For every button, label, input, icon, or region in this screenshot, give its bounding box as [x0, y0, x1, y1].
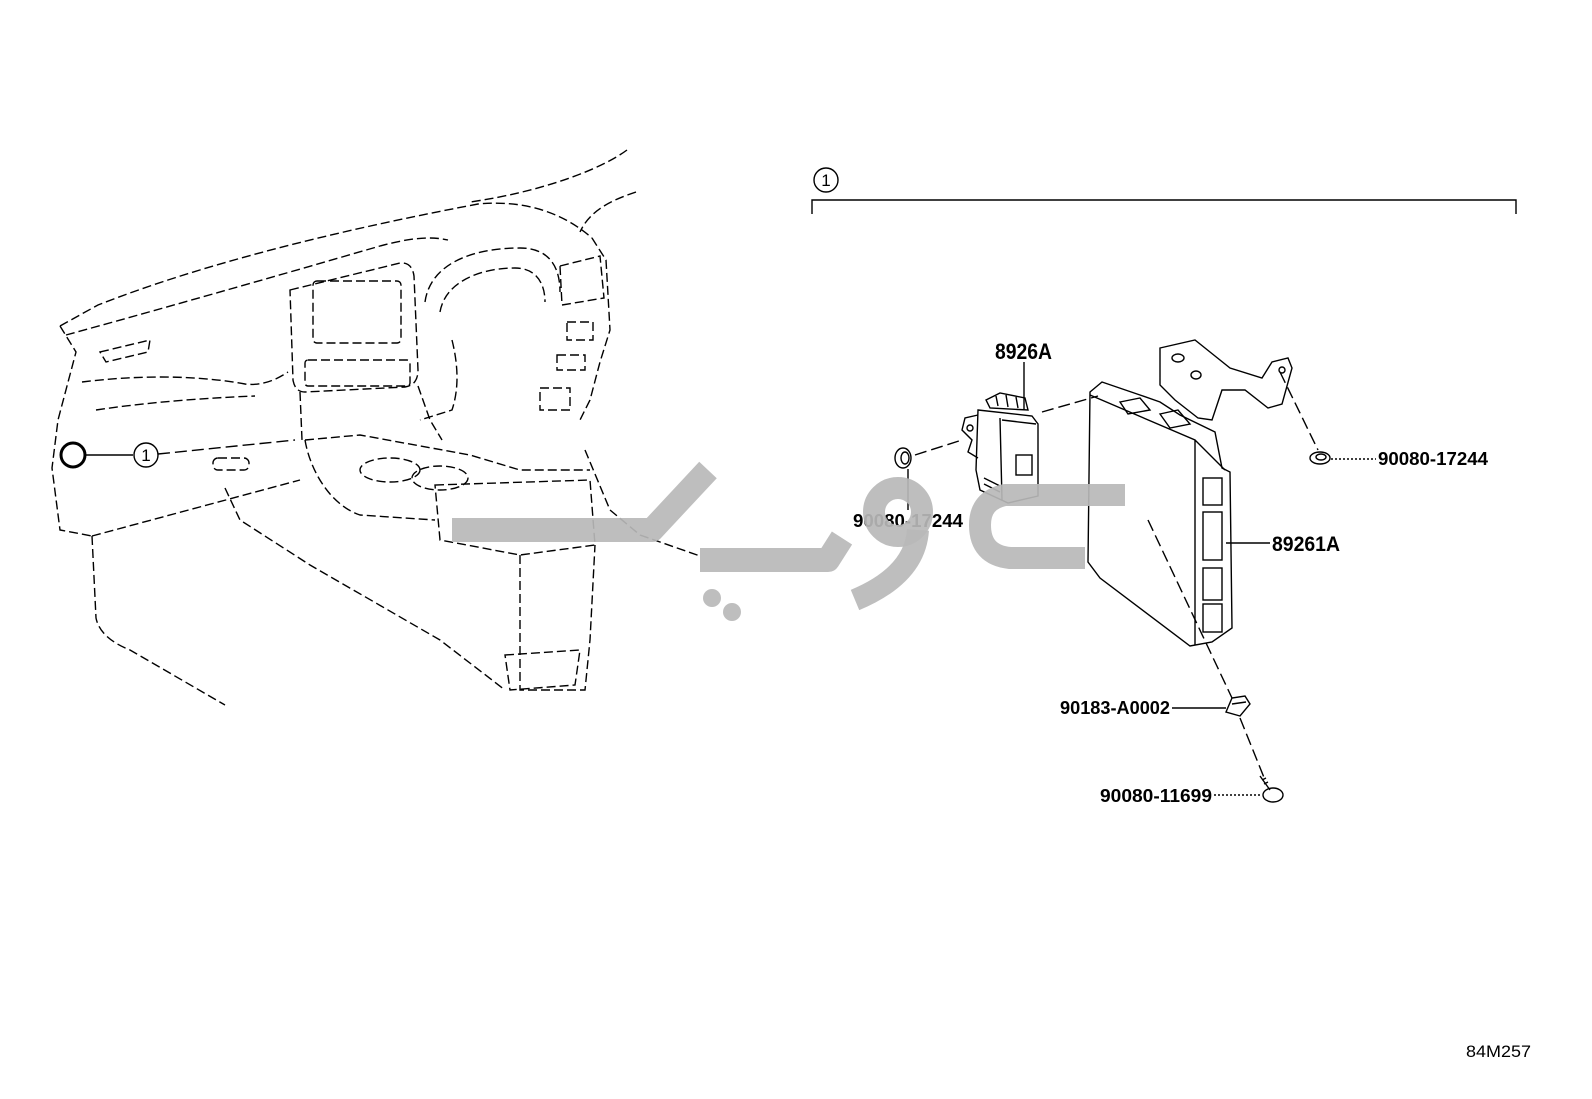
ecu-connector-3 — [1202, 567, 1223, 601]
assembly-bracket-line — [811, 199, 1517, 214]
location-callout-number: 1 — [141, 446, 150, 465]
defroster-vent — [98, 339, 151, 363]
glovebox-handle — [212, 457, 250, 471]
floor-line-left — [224, 487, 506, 691]
bracket-hole-1 — [1171, 353, 1185, 363]
center-screen — [312, 280, 402, 344]
ecu-connector-2 — [1202, 511, 1223, 561]
watermark-stroke-3 — [969, 484, 1125, 569]
console-top — [304, 434, 590, 471]
ecu-top-connectors — [1118, 397, 1192, 429]
ecu-connector-4 — [1202, 603, 1223, 633]
switch-panel-middle — [556, 354, 586, 371]
console-tray — [504, 649, 581, 691]
bracket-hole-3 — [1278, 366, 1286, 374]
cup-holder-right — [411, 465, 469, 491]
watermark-dot-2 — [723, 603, 741, 621]
figure-code: 84M257 — [1466, 1042, 1531, 1061]
dash-vent-lower — [95, 395, 256, 411]
part-label-ecu: 89261A — [1272, 533, 1340, 556]
grommet-left-outer — [894, 447, 912, 469]
watermark-stroke-2 — [700, 531, 853, 572]
dash-right-edge — [579, 237, 611, 421]
location-marker — [59, 441, 159, 469]
side-vent — [559, 255, 605, 306]
dash-left-end — [51, 325, 93, 537]
ecu-body — [1087, 381, 1233, 647]
part-label-module: 8926A — [995, 339, 1052, 364]
watermark-tail — [850, 528, 929, 611]
screen-housing — [289, 262, 419, 393]
part-label-clip: 90183-A0002 — [1060, 698, 1170, 718]
cluster-hood — [424, 247, 561, 303]
a-pillar-line — [579, 191, 637, 233]
windshield-line — [469, 149, 628, 203]
ecu-bracket — [1159, 339, 1293, 421]
dashboard-outline — [51, 149, 701, 706]
assembly-callout-number: 1 — [821, 171, 830, 190]
armrest — [434, 479, 596, 556]
install-line-bracket-to-grommet — [1279, 371, 1319, 451]
console-front — [519, 544, 596, 691]
watermark-stroke-1 — [452, 461, 717, 542]
console-side — [304, 439, 436, 521]
leader-lines — [907, 362, 1376, 796]
center-stack — [299, 385, 443, 441]
part-label-grommet-right: 90080-17244 — [1378, 449, 1488, 469]
cluster-inner — [439, 267, 546, 313]
bracket-hole-2 — [1190, 370, 1202, 380]
grommet-right-outer — [1309, 451, 1331, 465]
switch-panel-lower — [539, 387, 571, 411]
installation-lines — [914, 371, 1319, 781]
dash-top-inner — [65, 237, 449, 336]
install-line-clip-to-bolt — [1239, 717, 1266, 781]
location-callout-circle — [133, 442, 159, 468]
climate-panel — [304, 359, 411, 387]
glovebox-bottom — [91, 479, 301, 537]
dash-top-outer — [59, 202, 593, 327]
install-line-ecu-to-clip — [1147, 519, 1233, 699]
bolt-shank — [1259, 775, 1271, 791]
dash-vent-upper — [81, 371, 289, 386]
watermark-dot-1 — [703, 589, 721, 607]
lower-left-line — [91, 535, 226, 706]
steering-column — [419, 339, 458, 421]
location-circle — [59, 441, 87, 469]
grommet-left-inner — [900, 451, 910, 465]
part-label-bolt: 90080-11699 — [1100, 786, 1212, 806]
clip-shape — [1225, 695, 1251, 717]
location-pointer-line — [157, 439, 296, 455]
ecu-front-face — [1089, 394, 1226, 645]
module-mount-tab — [961, 414, 979, 459]
bolt-head — [1262, 787, 1284, 803]
module-side-connector — [1015, 454, 1033, 476]
watermark-loop — [863, 477, 933, 547]
switch-panel-upper — [566, 321, 594, 341]
grommet-right-inner — [1315, 453, 1327, 461]
module-tab-hole — [966, 424, 974, 432]
install-line-module-to-ecu — [1041, 395, 1099, 413]
ecu-connector-1 — [1202, 477, 1223, 506]
cup-holder-left — [359, 457, 421, 483]
install-line-grommet-to-module — [914, 439, 963, 456]
watermark-logo — [452, 461, 1125, 621]
ecu-drawing — [1087, 339, 1293, 647]
assembly-bracket — [811, 167, 1517, 214]
fasteners — [894, 447, 1331, 803]
module-connector-top — [985, 392, 1029, 411]
assembly-callout-circle — [813, 167, 839, 193]
